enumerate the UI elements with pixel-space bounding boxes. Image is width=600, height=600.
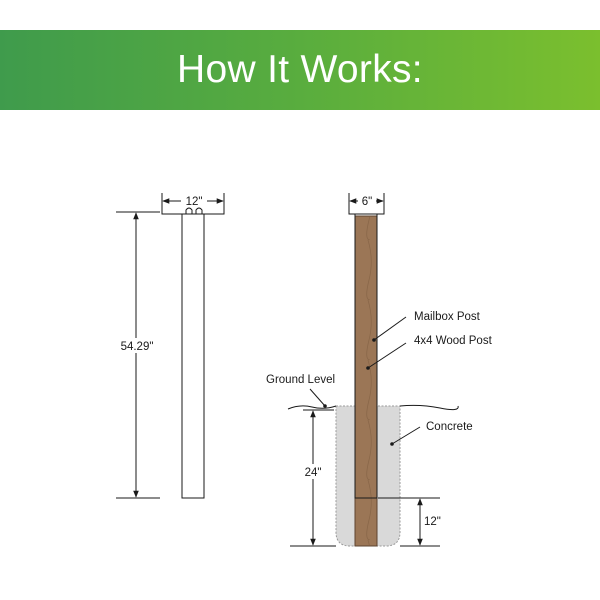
left-height-label-bg [115, 338, 159, 353]
left-post-drawing: 12" 54.29" [115, 193, 225, 499]
ground-level-leader-dot [323, 404, 327, 408]
concrete-label: Concrete [426, 421, 473, 433]
wood-post-leader [367, 342, 407, 369]
mailbox-post-leader-dot [372, 338, 376, 342]
left-post-notch-right [195, 207, 203, 214]
concrete-leader-dot [390, 442, 394, 446]
right-post-top-plate [348, 208, 385, 215]
right-width-label: 6" [362, 196, 372, 208]
ground-level-leader [309, 388, 326, 407]
wood-grain [355, 216, 377, 546]
bottom-label-bg [421, 514, 447, 529]
depth-label-bg [299, 464, 329, 479]
right-post-drawing: 6" Mailbox Post 4x4 Wood Post Ground Lev… [266, 193, 493, 547]
wood-post-leader-dot [366, 366, 370, 370]
ground-level-label: Ground Level [266, 374, 335, 386]
concrete-leader [391, 426, 421, 445]
left-height-label: 54.29" [121, 341, 154, 353]
bottom-label: 12" [424, 516, 441, 528]
banner-title: How It Works: [177, 48, 423, 91]
right-width-label-bg [358, 194, 376, 207]
mailbox-post-leader [373, 316, 407, 341]
left-width-label-bg [181, 194, 207, 207]
mailbox-post-label: Mailbox Post [414, 311, 481, 323]
left-post-body [181, 213, 205, 499]
ground-line [287, 404, 459, 411]
left-width-label: 12" [186, 196, 203, 208]
left-post-top-plate [161, 208, 225, 215]
wood-post-label: 4x4 Wood Post [414, 335, 493, 347]
depth-label: 24" [305, 467, 322, 479]
header-banner: How It Works: [0, 30, 600, 110]
left-post-notch-left [185, 207, 193, 214]
